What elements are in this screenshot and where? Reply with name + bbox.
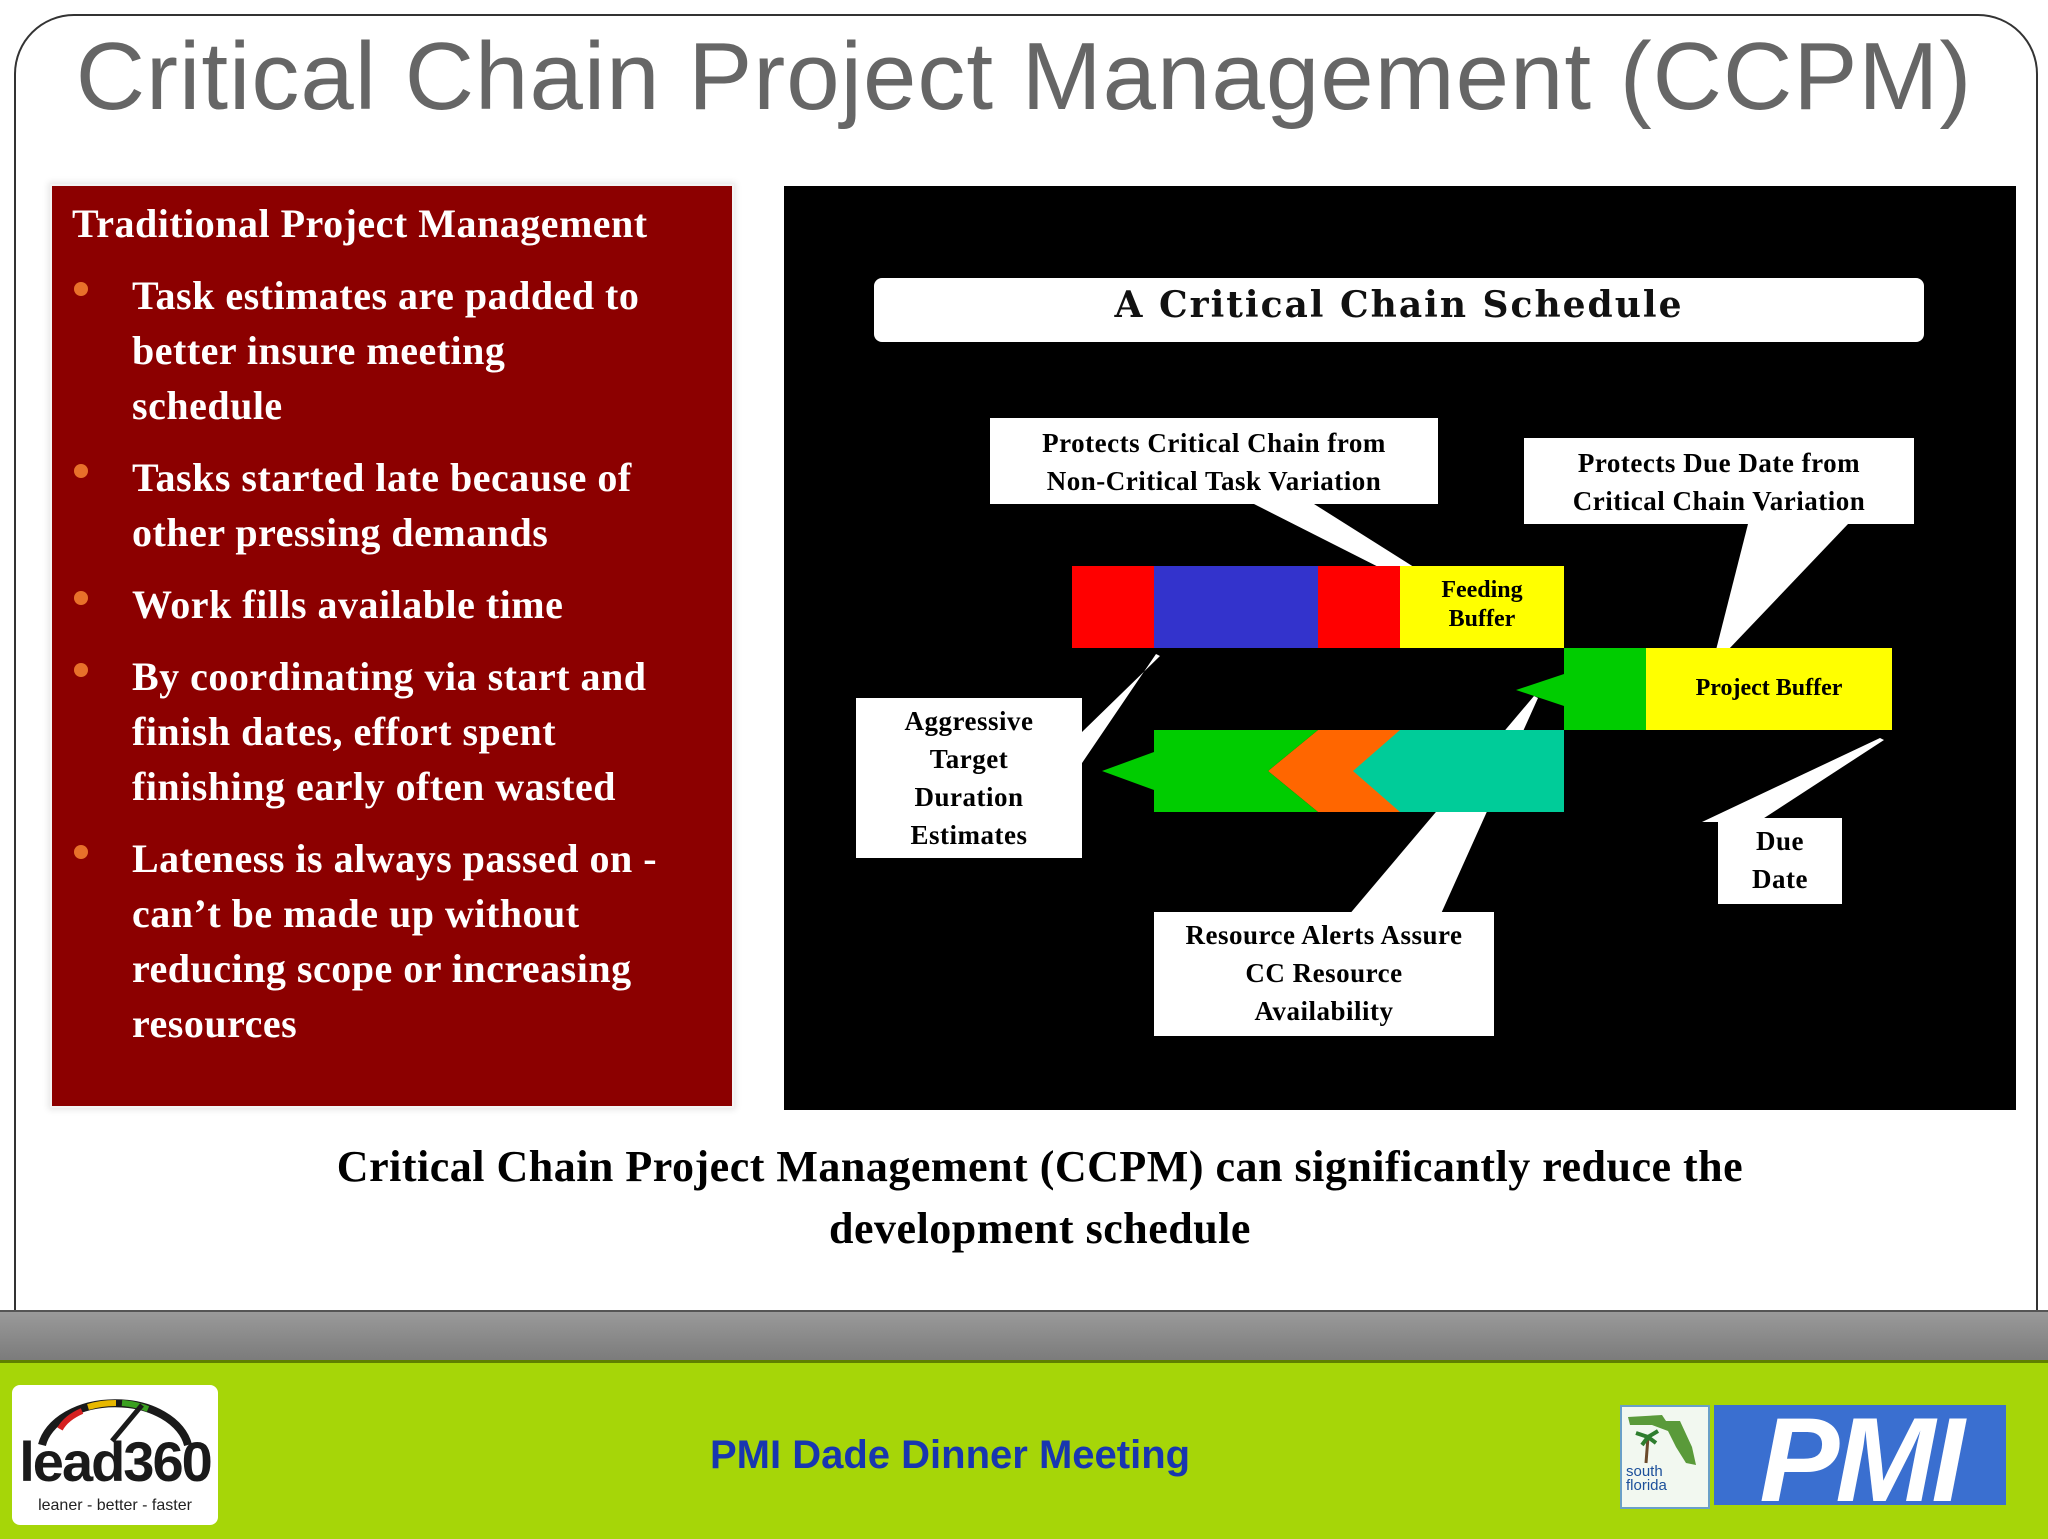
bullet-line: finishing early often wasted xyxy=(132,764,616,809)
bullet-line: other pressing demands xyxy=(132,510,549,555)
callout-line: Date xyxy=(1752,864,1808,894)
bullet-line: resources xyxy=(132,1001,298,1046)
caption-line: development schedule xyxy=(829,1204,1251,1253)
caption-line: Critical Chain Project Management (CCPM)… xyxy=(336,1142,1744,1191)
callout-line: Availability xyxy=(1254,996,1394,1026)
callout-line: Due xyxy=(1756,826,1804,856)
bullet-dot xyxy=(74,845,88,859)
callout-line: Duration xyxy=(914,782,1024,812)
lead360-name: lead360 xyxy=(19,1430,213,1493)
callout-line: Target xyxy=(929,744,1009,774)
callout-line: CC Resource xyxy=(1245,958,1403,988)
bullet-line: schedule xyxy=(132,383,283,428)
bullet-line: By coordinating via start and xyxy=(132,654,647,699)
florida-text: south florida xyxy=(1626,1463,1667,1494)
bullet-dot xyxy=(74,591,88,605)
bullet-item: Work fills available time xyxy=(70,577,730,632)
bullet-line: reducing scope or increasing xyxy=(132,946,632,991)
callout-line: Aggressive xyxy=(904,706,1034,736)
callout-line: Protects Due Date from xyxy=(1577,448,1861,478)
chain-arrows xyxy=(1102,648,1646,812)
gauge-icon xyxy=(38,1399,192,1447)
meeting-label: PMI Dade Dinner Meeting xyxy=(710,1433,1191,1477)
footer-gray-band xyxy=(0,1310,2048,1362)
feeding-buffer-label: Feeding Buffer xyxy=(1400,576,1564,634)
task-bar-red-2 xyxy=(1318,566,1400,648)
callout-line: Estimates xyxy=(910,820,1028,850)
florida-map-icon xyxy=(1628,1415,1696,1465)
lead360-tagline: leaner - better - faster xyxy=(38,1497,192,1514)
slide-caption: Critical Chain Project Management (CCPM)… xyxy=(180,1136,1900,1260)
slide-title: Critical Chain Project Management (CCPM) xyxy=(75,23,1973,130)
project-buffer-label: Project Buffer xyxy=(1695,675,1843,701)
bullet-item: By coordinating via start and finish dat… xyxy=(70,649,730,814)
callout-line: Critical Chain Variation xyxy=(1572,486,1866,516)
diagram-title: A Critical Chain Schedule xyxy=(1114,284,1684,326)
bullet-line: can’t be made up without xyxy=(132,891,580,936)
green-start-arrow xyxy=(1102,730,1318,812)
aggressive-callout: Aggressive Target Duration Estimates xyxy=(856,698,1082,858)
lead360-logo: lead360 leaner - better - faster xyxy=(12,1385,218,1525)
bullet-item: Lateness is always passed on - can’t be … xyxy=(70,831,730,1051)
traditional-pm-panel: Traditional Project Management Task esti… xyxy=(50,184,734,1108)
pmi-wordmark: PMI xyxy=(1759,1393,1964,1527)
bullet-line: Task estimates are padded to xyxy=(132,273,640,318)
florida-badge: south florida xyxy=(1620,1405,1710,1509)
florida-line: florida xyxy=(1626,1477,1667,1494)
green-task-arrow xyxy=(1516,648,1646,730)
due-protect-pointer xyxy=(1716,524,1848,650)
bullet-dot xyxy=(74,282,88,296)
bullet-list: Task estimates are padded to better insu… xyxy=(70,268,730,1068)
callout-line: Non-Critical Task Variation xyxy=(1046,466,1382,496)
bar-label-line: Buffer xyxy=(1448,606,1516,632)
critical-chain-diagram: A Critical Chain Schedule Protects Criti… xyxy=(784,186,2016,1110)
project-buffer-bar: Project Buffer xyxy=(1646,648,1892,730)
pmi-south-florida-logo: south florida PMI xyxy=(1620,1393,2010,1527)
bullet-line: Lateness is always passed on - xyxy=(132,836,658,881)
resource-callout: Resource Alerts Assure CC Resource Avail… xyxy=(1154,912,1494,1036)
bullet-line: Work fills available time xyxy=(132,582,564,627)
bullet-item: Task estimates are padded to better insu… xyxy=(70,268,730,433)
bullet-line: finish dates, effort spent xyxy=(132,709,557,754)
bullet-dot xyxy=(74,464,88,478)
footer-green-band: lead360 leaner - better - faster PMI Dad… xyxy=(0,1360,2048,1539)
due-protect-callout: Protects Due Date from Critical Chain Va… xyxy=(1524,438,1914,524)
task-bar-red-1 xyxy=(1072,566,1154,648)
bullet-item: Tasks started late because of other pres… xyxy=(70,450,730,560)
due-date-callout: Due Date xyxy=(1718,818,1842,904)
teal-task-arrow xyxy=(1318,730,1564,812)
feeding-buffer-bar: Feeding Buffer xyxy=(1400,566,1564,648)
pmi-badge: PMI xyxy=(1714,1393,2006,1527)
bullet-line: Tasks started late because of xyxy=(132,455,632,500)
bar-label-line: Feeding xyxy=(1441,577,1523,603)
callout-line: Resource Alerts Assure xyxy=(1185,920,1463,950)
bullet-dot xyxy=(74,663,88,677)
feeding-callout: Protects Critical Chain from Non-Critica… xyxy=(990,418,1438,504)
orange-task-arrow xyxy=(1268,730,1400,812)
due-date-pointer xyxy=(1702,738,1884,822)
task-bar-blue xyxy=(1154,566,1318,648)
diagram-title-box: A Critical Chain Schedule xyxy=(874,278,1924,342)
florida-line: south xyxy=(1626,1463,1663,1480)
panel-heading: Traditional Project Management xyxy=(72,201,648,246)
bullet-line: better insure meeting xyxy=(132,328,506,373)
callout-line: Protects Critical Chain from xyxy=(1042,428,1386,458)
